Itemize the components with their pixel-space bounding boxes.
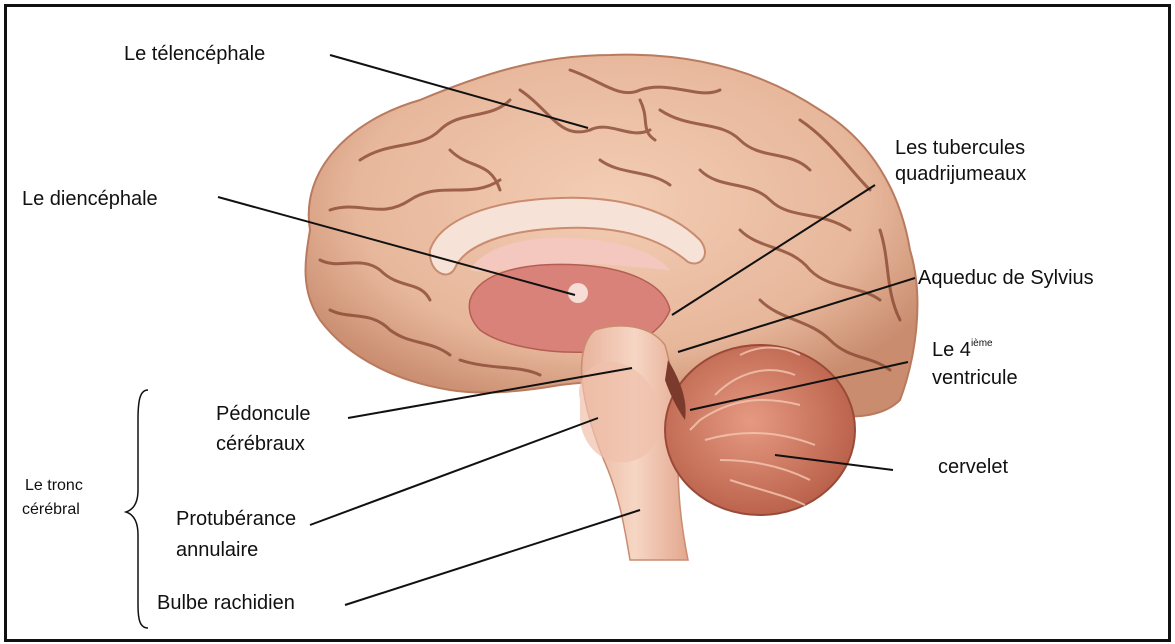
label-bulbe: Bulbe rachidien	[157, 591, 295, 615]
label-pedoncule-2: cérébraux	[216, 432, 305, 456]
label-ventricule-2: ventricule	[932, 366, 1018, 390]
ventricule-sup: ième	[971, 338, 993, 349]
label-ventricule-1: Le 4ième	[932, 332, 993, 362]
label-tubercules-2: quadrijumeaux	[895, 162, 1026, 186]
label-protuberance-2: annulaire	[176, 538, 258, 562]
brace	[126, 390, 148, 628]
label-tronc-2: cérébral	[22, 499, 80, 521]
label-telencephale: Le télencéphale	[124, 42, 265, 66]
label-tronc-1: Le tronc	[25, 475, 83, 497]
label-aqueduc: Aqueduc de Sylvius	[918, 266, 1094, 290]
label-protuberance-1: Protubérance	[176, 507, 296, 531]
label-cervelet: cervelet	[938, 455, 1008, 479]
ventricule-prefix: Le 4	[932, 339, 971, 361]
label-diencephale: Le diencéphale	[22, 187, 158, 211]
label-tubercules-1: Les tubercules	[895, 136, 1025, 160]
label-pedoncule-1: Pédoncule	[216, 402, 311, 426]
